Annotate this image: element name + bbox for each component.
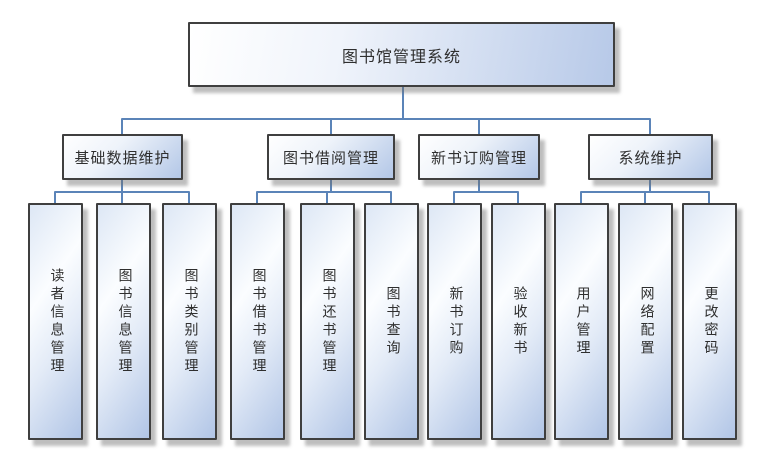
node-branch-borrow-mgmt: 图书借阅管理: [267, 134, 395, 180]
node-leaf-label: 验收新书: [511, 285, 527, 358]
node-branch-label: 新书订购管理: [430, 150, 527, 167]
node-branch-basic-data: 基础数据维护: [62, 134, 183, 180]
node-leaf-label: 读者信息管理: [48, 267, 64, 376]
node-leaf-label: 图书还书管理: [320, 267, 336, 376]
node-leaf-accept-new-book: 验收新书: [491, 203, 546, 440]
node-leaf-label: 图书信息管理: [116, 267, 132, 376]
node-root: 图书馆管理系统: [188, 22, 615, 87]
node-leaf-change-password: 更改密码: [682, 203, 737, 440]
node-leaf-book-info: 图书信息管理: [96, 203, 151, 440]
node-leaf-book-return: 图书还书管理: [300, 203, 355, 440]
node-leaf-book-query: 图书查询: [364, 203, 419, 440]
node-branch-label: 图书借阅管理: [282, 150, 379, 167]
node-branch-system-maint: 系统维护: [588, 134, 713, 180]
node-leaf-book-category: 图书类别管理: [162, 203, 217, 440]
node-leaf-book-lend: 图书借书管理: [230, 203, 285, 440]
node-leaf-new-book-order: 新书订购: [427, 203, 482, 440]
node-leaf-label: 图书查询: [384, 285, 400, 358]
node-leaf-label: 图书借书管理: [250, 267, 266, 376]
node-leaf-label: 更改密码: [702, 285, 718, 358]
node-leaf-reader-info: 读者信息管理: [28, 203, 83, 440]
node-leaf-label: 图书类别管理: [182, 267, 198, 376]
node-leaf-user-mgmt: 用户管理: [554, 203, 609, 440]
node-branch-label: 基础数据维护: [74, 150, 171, 167]
node-leaf-network-config: 网络配置: [618, 203, 673, 440]
node-leaf-label: 网络配置: [638, 285, 654, 358]
node-branch-label: 系统维护: [618, 150, 683, 167]
node-leaf-label: 新书订购: [447, 285, 463, 358]
node-root-label: 图书馆管理系统: [341, 48, 461, 66]
node-leaf-label: 用户管理: [574, 285, 590, 358]
node-branch-new-book-order: 新书订购管理: [418, 134, 540, 180]
